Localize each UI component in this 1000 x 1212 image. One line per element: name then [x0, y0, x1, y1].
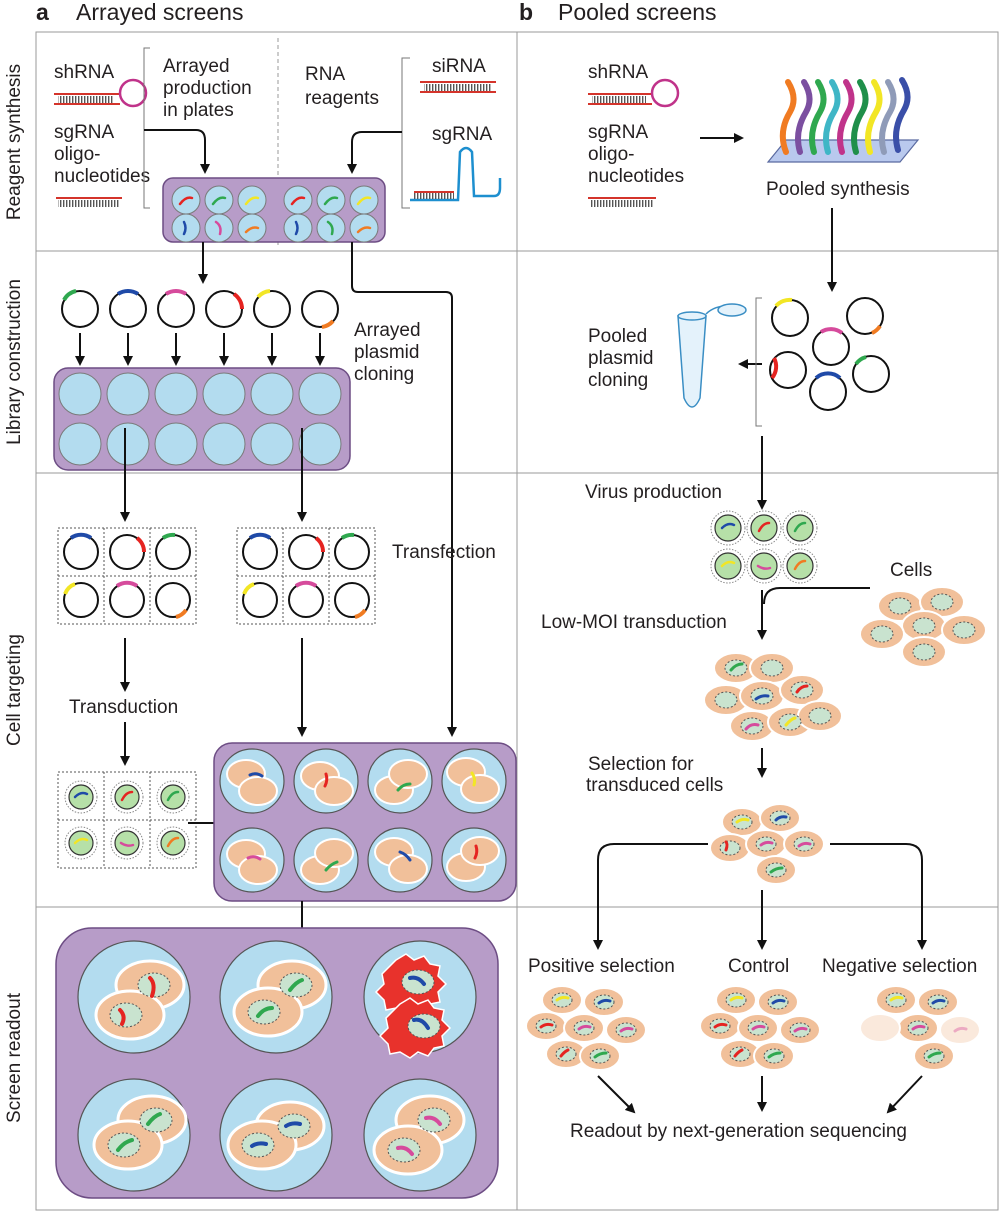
a-arrayed-production-2: production [163, 78, 252, 99]
b-tube-icon [677, 303, 747, 408]
a-plasmid-cloning-2: plasmid [354, 342, 419, 363]
b-plasmid-cloning-3: cloning [588, 370, 648, 391]
a-sirna-icon [420, 81, 496, 93]
a-source-plate [162, 177, 386, 243]
panel-b-title: Pooled screens [558, 0, 717, 25]
a-sgrna-oligo-3: nucleotides [54, 166, 150, 187]
a-sgrna-icon [410, 146, 502, 202]
b-selection-2: transduced cells [586, 775, 723, 796]
b-oligo-icon [588, 197, 656, 207]
a-plasmid-grid-right [236, 527, 376, 625]
b-plasmid-cloning-2: plasmid [588, 348, 653, 369]
a-shrna-label: shRNA [54, 62, 115, 83]
a-sgrna-oligo-1: sgRNA [54, 122, 115, 143]
b-selection-1: Selection for [588, 754, 694, 775]
panel-b-letter: b [519, 0, 533, 25]
a-arrow-transfection [351, 242, 457, 737]
row-label-cell-targeting: Cell targeting [4, 634, 25, 746]
b-cells-cluster [859, 586, 987, 668]
a-plasmid-cloning-3: cloning [354, 364, 414, 385]
a-plasmid-grid-left [57, 527, 197, 625]
b-control-cluster [699, 985, 821, 1071]
b-readout-arrows [597, 1075, 923, 1114]
b-sgrna-oligo-2: oligo- [588, 144, 634, 165]
b-virus-cluster [710, 510, 818, 584]
b-arrow-cells-join [763, 587, 870, 605]
b-shrna-icon [588, 78, 680, 108]
panel-a-letter: a [36, 0, 49, 25]
b-virus-production-label: Virus production [585, 482, 722, 503]
a-cloning-plate [53, 367, 351, 471]
a-transduction-label: Transduction [69, 697, 178, 718]
b-pooled-synthesis-label: Pooled synthesis [766, 179, 910, 200]
a-bracket-left [143, 47, 150, 209]
b-plasmid-inserts [770, 297, 882, 380]
a-arrow-to-plate-right [347, 131, 402, 174]
b-pooled-synthesis-chip [766, 77, 920, 163]
a-cell-plate [213, 742, 517, 902]
b-cells-label: Cells [890, 560, 932, 581]
a-sgrna-oligo-2: oligo- [54, 144, 100, 165]
grid-lines [35, 31, 999, 1211]
a-rna-reagents-1: RNA [305, 64, 345, 85]
a-plasmid-arrows [75, 333, 325, 366]
panel-a-title: Arrayed screens [76, 0, 243, 25]
a-readout-plate [55, 927, 499, 1199]
a-oligo-icon [56, 197, 122, 207]
b-low-moi-label: Low-MOI transduction [541, 612, 727, 633]
b-selected-cluster [709, 803, 825, 885]
a-plasmid-cloning-1: Arrayed [354, 320, 421, 341]
a-bracket-right [401, 57, 410, 209]
b-plasmid-pool [769, 297, 890, 411]
b-transduced-cluster [703, 652, 843, 742]
a-shrna-icon [54, 78, 148, 108]
b-sgrna-oligo-3: nucleotides [588, 166, 684, 187]
b-plasmid-bracket [755, 297, 762, 427]
row-label-screen-readout: Screen readout [4, 992, 25, 1123]
a-plasmid-inserts [62, 288, 335, 329]
a-arrayed-production-3: in plates [163, 100, 234, 121]
b-sgrna-oligo-1: sgRNA [588, 122, 649, 143]
b-negative-label: Negative selection [822, 956, 977, 977]
a-plasmid-row [61, 290, 339, 328]
a-arrayed-production-1: Arrayed [163, 56, 230, 77]
row-label-reagent-synthesis: Reagent synthesis [4, 64, 25, 220]
b-plasmid-cloning-1: Pooled [588, 326, 647, 347]
a-virus-grid [57, 771, 197, 869]
row-label-library-construction: Library construction [4, 279, 25, 445]
b-negative-cluster [859, 985, 981, 1071]
b-readout-label: Readout by next-generation sequencing [570, 1121, 907, 1142]
b-positive-label: Positive selection [528, 956, 675, 977]
b-positive-cluster [525, 985, 647, 1071]
b-branch-arrows [593, 843, 927, 950]
a-sirna-label: siRNA [432, 56, 486, 77]
a-sgrna-label: sgRNA [432, 124, 493, 145]
a-transfection-label: Transfection [392, 542, 496, 563]
b-shrna-label: shRNA [588, 62, 649, 83]
a-rna-reagents-2: reagents [305, 88, 379, 109]
a-arrow-to-plate-left [144, 129, 210, 174]
b-control-label: Control [728, 956, 789, 977]
